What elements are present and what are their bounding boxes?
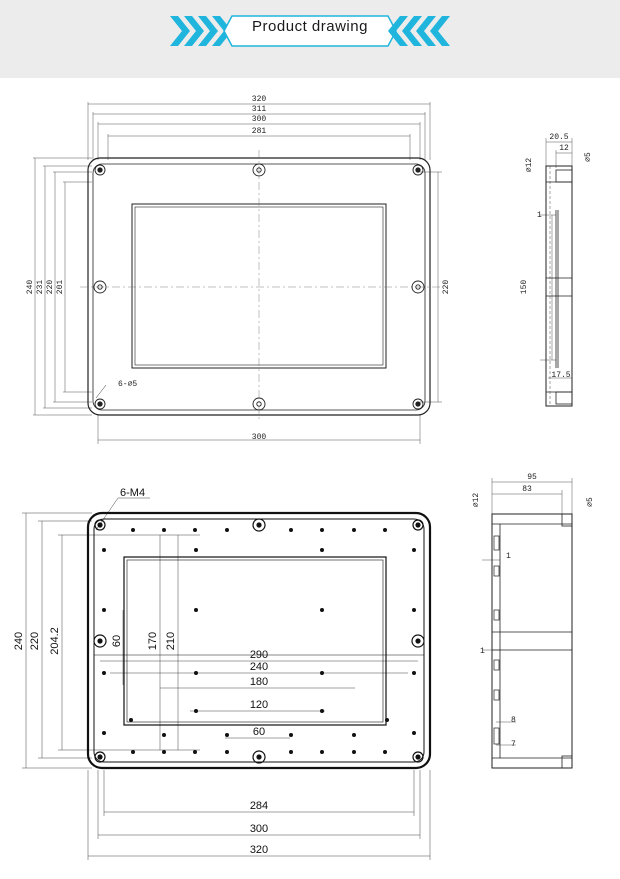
dimension-label: 170 [147, 632, 159, 650]
dimension-label: 6-M4 [120, 487, 145, 499]
dimension-label: 7 [511, 740, 516, 749]
dimension-label: 311 [252, 105, 267, 114]
dimension-label: 300 [252, 433, 267, 442]
header-banner: Product drawing [0, 0, 620, 78]
dimension-label: 20.5 [549, 133, 568, 142]
dimension-label: 240 [26, 280, 35, 295]
dimension-label: 60 [253, 726, 265, 738]
title-box [223, 15, 397, 47]
top-front-view [33, 102, 442, 444]
dimension-label: ∅12 [525, 158, 534, 173]
dimension-label: 300 [252, 115, 267, 124]
dimension-label: 284 [250, 800, 268, 812]
dimension-label: 320 [252, 95, 267, 104]
page-title: Product drawing [252, 18, 368, 35]
dimension-label: ∅5 [586, 497, 595, 507]
dimension-label: 281 [252, 127, 267, 136]
dimension-label: 1 [480, 647, 485, 656]
dimension-label: 6-∅5 [118, 380, 137, 389]
dimension-label: 240 [250, 661, 268, 673]
bottom-side-view [482, 478, 573, 769]
dimension-label: 1 [537, 211, 542, 220]
dimension-label: 1 [506, 552, 511, 561]
dimension-label: 220 [29, 632, 41, 650]
top-side-labels: 20.5 12 ∅12 ∅5 1 150 17.5 [520, 133, 593, 380]
dimension-label: 8 [511, 716, 516, 725]
dimension-label: 204.2 [49, 627, 61, 655]
dimension-label: 210 [165, 632, 177, 650]
bottom-front-view [22, 497, 432, 860]
dimension-label: ∅12 [472, 493, 481, 508]
bottom-front-labels: 6-M4 240 220 204.2 60 170 210 290 240 18… [13, 487, 268, 856]
bottom-side-labels: 95 83 ∅12 ∅5 1 1 8 7 [472, 473, 595, 749]
right-stripes-icon [388, 16, 450, 46]
dimension-label: 220 [46, 280, 55, 295]
header-decoration [170, 15, 450, 47]
technical-drawing: 320 311 300 281 240 231 220 201 220 300 … [13, 95, 595, 860]
dimension-label: 231 [36, 280, 45, 295]
dimension-label: 320 [250, 844, 268, 856]
dimension-label: 180 [250, 676, 268, 688]
dimension-label: 60 [111, 635, 123, 647]
screw-holes [97, 522, 421, 760]
dimension-label: 120 [250, 699, 268, 711]
dimension-label: 300 [250, 823, 268, 835]
dimension-label: 12 [559, 144, 569, 153]
dimension-label: 201 [56, 280, 65, 295]
dimension-label: ∅5 [584, 152, 593, 162]
dimension-label: 95 [527, 473, 537, 482]
dimension-label: 83 [522, 485, 532, 494]
dimension-label: 220 [442, 280, 451, 295]
top-side-view [540, 138, 573, 407]
top-front-labels: 320 311 300 281 240 231 220 201 220 300 … [26, 95, 451, 442]
dimension-label: 150 [520, 280, 529, 295]
dimension-label: 17.5 [551, 371, 570, 380]
dimension-label: 240 [13, 632, 25, 650]
dimension-label: 290 [250, 649, 268, 661]
